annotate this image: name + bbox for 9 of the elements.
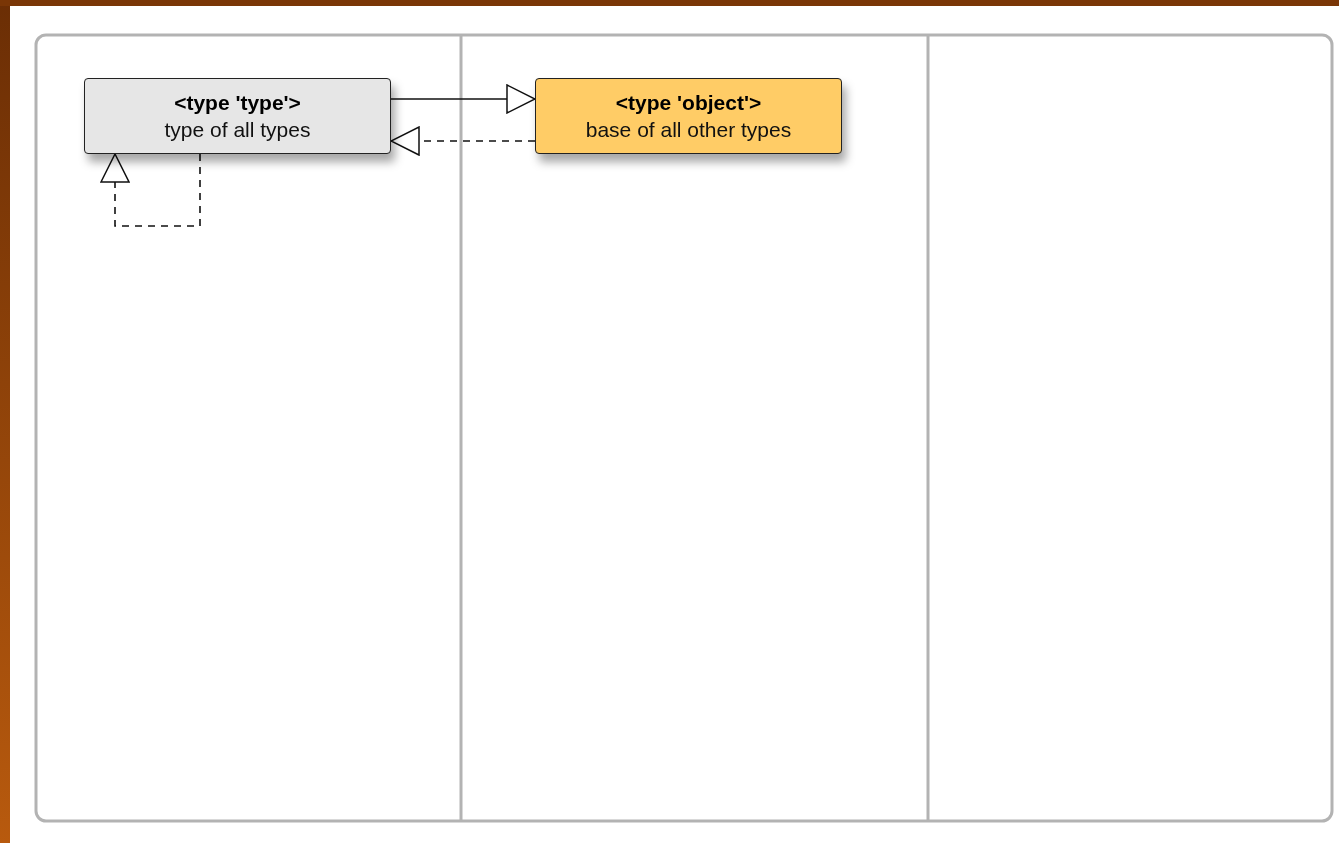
class-name: <type 'object'> — [615, 90, 762, 116]
self-arrow — [100, 153, 201, 227]
class-name: <type 'type'> — [174, 90, 301, 116]
class-description: base of all other types — [585, 117, 792, 143]
arrow — [390, 126, 536, 156]
class-description: type of all types — [164, 117, 311, 143]
arrow — [390, 84, 536, 114]
class-box — [84, 78, 391, 154]
class-box — [535, 78, 842, 154]
